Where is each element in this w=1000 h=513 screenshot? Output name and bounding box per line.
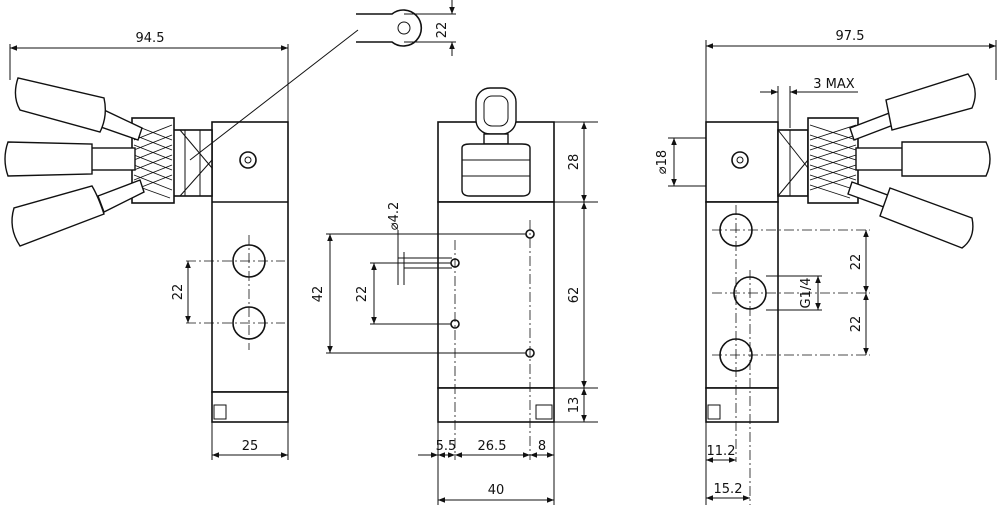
dim-left-width: 94.5 (136, 31, 165, 46)
dim-holes-inner: 22 (355, 286, 370, 303)
dim-stem-dia: ⌀18 (655, 150, 670, 174)
dim-offset-e: 15.2 (714, 482, 743, 497)
dim-top-height: 28 (567, 154, 582, 171)
dim-holes-outer: 42 (311, 286, 326, 303)
dim-front-width: 40 (488, 483, 505, 498)
slot-detail: 22 (356, 0, 456, 56)
left-base (211, 391, 289, 423)
dim-offset-a: 5.5 (436, 439, 457, 454)
lever-handle-down (11, 179, 145, 247)
right-view: 97.5 3 MAX ⌀18 G1/4 22 22 11.2 15.2 (655, 29, 997, 505)
screw-icon (731, 151, 749, 169)
dim-thread: G1/4 (799, 278, 814, 309)
dim-right-spacing-b: 22 (849, 316, 864, 333)
dim-right-width: 97.5 (836, 29, 865, 44)
screw-icon (239, 151, 257, 169)
dim-offset-c: 8 (538, 439, 546, 454)
dim-mid-height: 62 (567, 287, 582, 304)
dim-left-body: 25 (242, 439, 259, 454)
dim-bottom-height: 13 (567, 397, 582, 414)
dim-slot: 22 (435, 22, 450, 39)
dim-offset-d: 11.2 (707, 444, 736, 459)
push-knob-icon (461, 87, 531, 197)
lever-handle-up (14, 77, 143, 141)
lever-handle-mid (4, 141, 136, 177)
left-view: 94.5 25 22 (4, 29, 359, 460)
dim-max-stroke: 3 MAX (813, 77, 855, 92)
lever-handle-mid (855, 141, 991, 177)
front-view: 42 22 ⌀4.2 28 62 13 5.5 26.5 8 40 (311, 87, 598, 505)
lever-handle-down (847, 181, 974, 249)
dim-hole-dia: ⌀4.2 (387, 202, 402, 231)
dim-left-spacing: 22 (171, 284, 186, 301)
dim-offset-b: 26.5 (478, 439, 507, 454)
lever-handle-up (849, 73, 976, 141)
front-base (437, 387, 555, 423)
dim-right-spacing-a: 22 (849, 254, 864, 271)
